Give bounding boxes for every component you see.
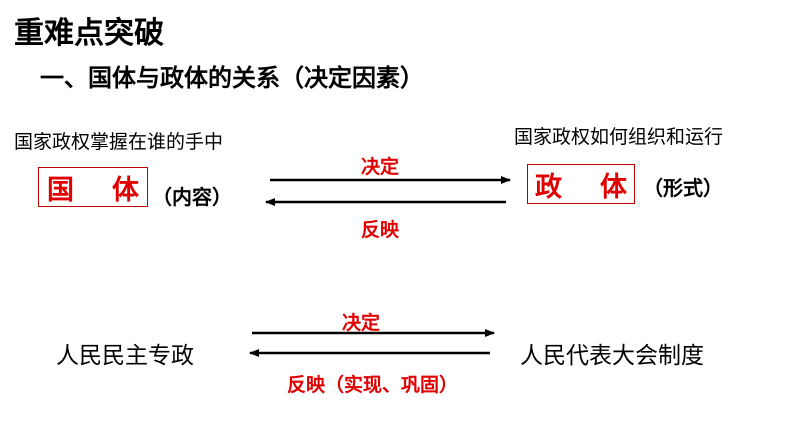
section-heading: 一、国体与政体的关系（决定因素） [40, 64, 424, 92]
form-note: （形式） [643, 176, 723, 200]
zhengti-box-char-2: 体 [600, 171, 627, 203]
decide-label-upper: 决定 [361, 156, 400, 178]
decide-label-lower: 决定 [342, 312, 381, 334]
reflect-label-lower: 反映（实现、巩固） [287, 374, 459, 396]
zhengti-description: 国家政权如何组织和运行 [514, 126, 724, 148]
guoti-box: 国 体 [38, 167, 148, 207]
reflect-label-upper: 反映 [361, 219, 400, 241]
page-title: 重难点突破 [14, 16, 164, 51]
zhengti-box-char-1: 政 [535, 171, 562, 203]
guoti-box-char-1: 国 [47, 174, 74, 206]
peoples-congress-system: 人民代表大会制度 [520, 343, 704, 369]
zhengti-box: 政 体 [527, 164, 635, 204]
content-note: （内容） [152, 185, 232, 209]
guoti-description: 国家政权掌握在谁的手中 [14, 131, 224, 153]
peoples-democratic-dictatorship: 人民民主专政 [56, 343, 194, 369]
guoti-box-char-2: 体 [112, 174, 139, 206]
